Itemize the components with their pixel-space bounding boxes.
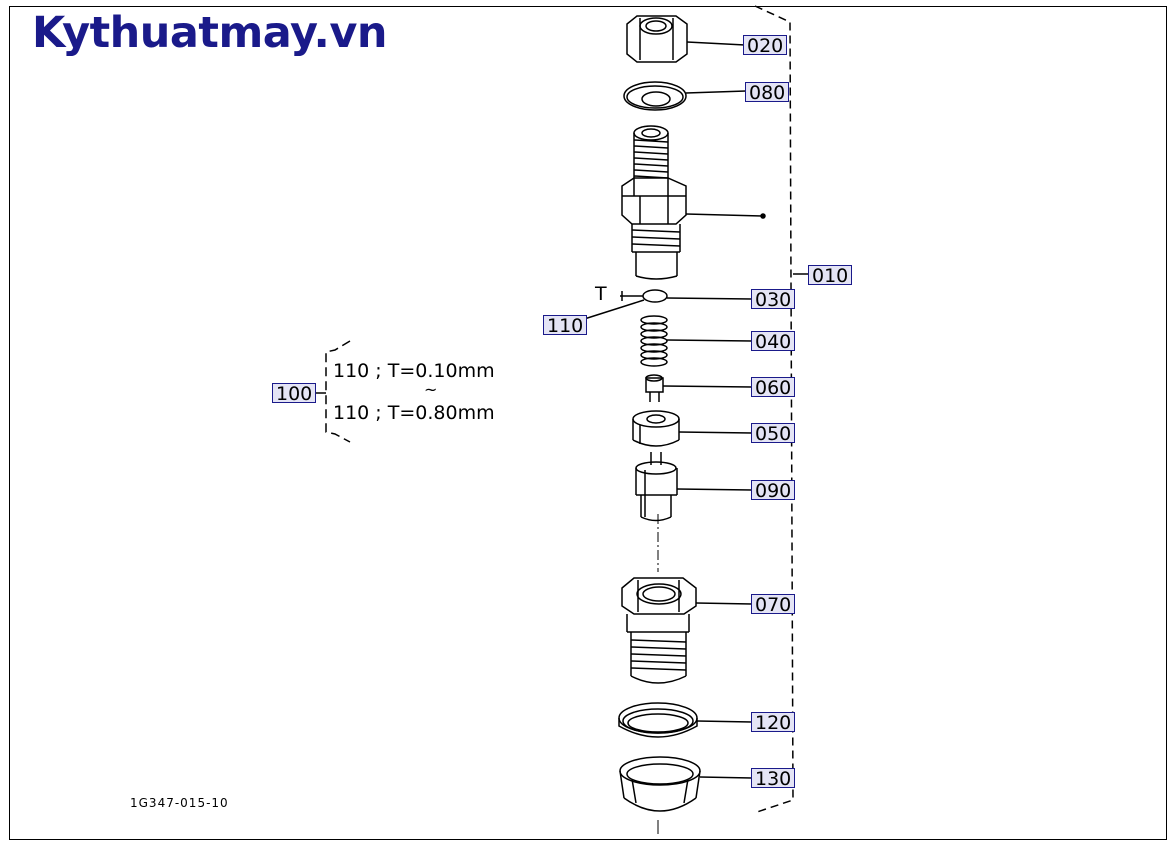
shim-note-min: 110 ; T=0.10mm: [333, 360, 495, 382]
part-060-pin: [645, 374, 664, 402]
shim-note-max: 110 ; T=0.80mm: [333, 402, 495, 424]
part-080-washer: [623, 81, 687, 111]
kit-100-bracket: [325, 340, 351, 443]
part-040-spring: [640, 315, 668, 367]
callout-090[interactable]: 090: [751, 480, 796, 501]
callout-050[interactable]: 050: [751, 423, 796, 444]
part-090-nozzle: [635, 452, 678, 522]
part-120-gasket: [618, 702, 698, 738]
callout-040[interactable]: 040: [751, 331, 796, 352]
callout-020[interactable]: 020: [743, 35, 788, 56]
nozzle-holder-body: [621, 125, 687, 280]
shim-note-range-mark: ~: [424, 380, 438, 399]
callout-120[interactable]: 120: [751, 712, 796, 733]
drawing-frame: [9, 6, 1167, 840]
part-130-seal: [619, 756, 701, 812]
callout-130[interactable]: 130: [751, 768, 796, 789]
callout-010[interactable]: 010: [808, 265, 853, 286]
callout-080[interactable]: 080: [745, 82, 790, 103]
callout-060[interactable]: 060: [751, 377, 796, 398]
site-logo: Kythuatmay.vn: [32, 8, 388, 58]
thickness-label: T: [595, 283, 607, 305]
figure-code: 1G347-015-10: [130, 796, 229, 810]
callout-070[interactable]: 070: [751, 594, 796, 615]
part-070-retaining-nut: [621, 577, 697, 684]
assembly-010-bracket: [754, 5, 794, 813]
callout-100[interactable]: 100: [272, 383, 317, 404]
part-050-spacer: [632, 410, 680, 447]
callout-030[interactable]: 030: [751, 289, 796, 310]
part-020-nut: [626, 15, 688, 63]
part-030-shim: [642, 289, 668, 303]
callout-110[interactable]: 110: [543, 315, 588, 336]
